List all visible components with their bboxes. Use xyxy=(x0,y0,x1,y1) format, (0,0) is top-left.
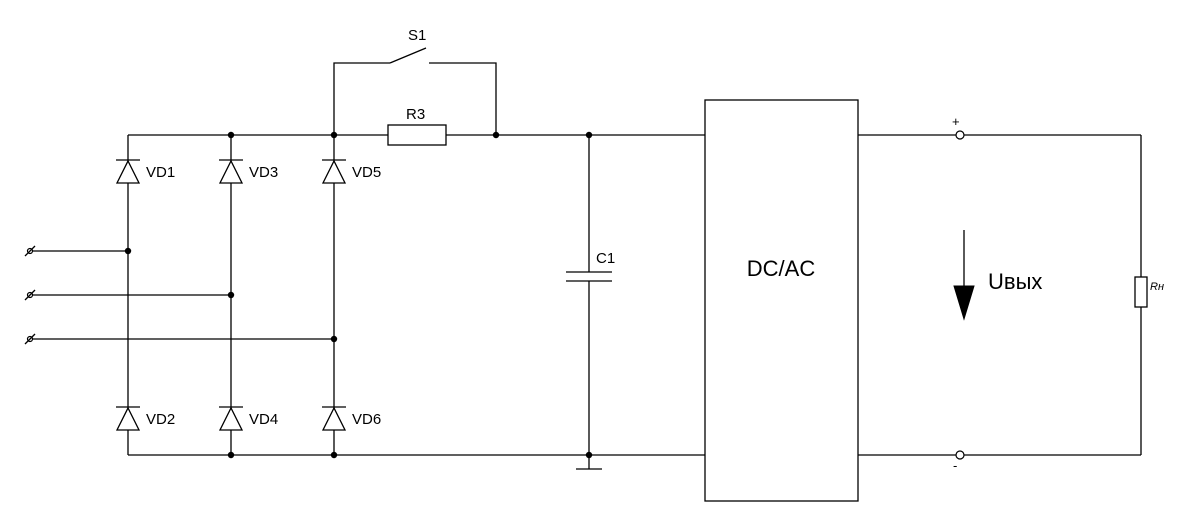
diode-vd6 xyxy=(321,406,347,431)
resistor-r3 xyxy=(387,124,447,146)
diode-label-vd3: VD3 xyxy=(249,164,278,181)
junction-dot xyxy=(124,247,132,255)
junction-dot xyxy=(330,335,338,343)
junction-dot xyxy=(227,291,235,299)
output-terminal-negative xyxy=(955,450,965,460)
capacitor-c1 xyxy=(566,135,612,455)
junction-dot xyxy=(585,451,593,459)
junction-dot xyxy=(330,131,338,139)
diode-label-vd5: VD5 xyxy=(352,164,381,181)
ac-input-phase-2 xyxy=(24,289,231,301)
junction-dot xyxy=(227,451,235,459)
resistor-label: R3 xyxy=(406,106,425,123)
junction-dot xyxy=(585,131,593,139)
capacitor-label: C1 xyxy=(596,250,615,267)
diode-vd5 xyxy=(321,159,347,184)
dc-ac-converter-block xyxy=(704,99,859,502)
switch-s1 xyxy=(333,47,497,135)
ac-input-phase-3 xyxy=(24,333,334,345)
diode-label-vd6: VD6 xyxy=(352,411,381,428)
diode-label-vd4: VD4 xyxy=(249,411,278,428)
output-voltage-label: Uвых xyxy=(988,269,1042,294)
output-terminal-positive xyxy=(955,130,965,140)
junction-dot xyxy=(492,131,500,139)
diode-label-vd2: VD2 xyxy=(146,411,175,428)
converter-label: DC/AC xyxy=(747,256,816,281)
ac-input-phase-1 xyxy=(24,245,128,257)
load-label: Rн xyxy=(1150,281,1164,293)
junction-dot xyxy=(227,131,235,139)
diode-vd3 xyxy=(218,159,244,184)
switch-label: S1 xyxy=(408,27,426,44)
output-voltage-arrow xyxy=(953,230,975,321)
diode-label-vd1: VD1 xyxy=(146,164,175,181)
diode-vd2 xyxy=(115,406,141,431)
diode-vd1 xyxy=(115,159,141,184)
load-resistor xyxy=(1134,276,1148,308)
junction-dot xyxy=(330,451,338,459)
diode-vd4 xyxy=(218,406,244,431)
plus-terminal-label: + xyxy=(952,114,960,129)
minus-terminal-label: - xyxy=(953,458,957,473)
